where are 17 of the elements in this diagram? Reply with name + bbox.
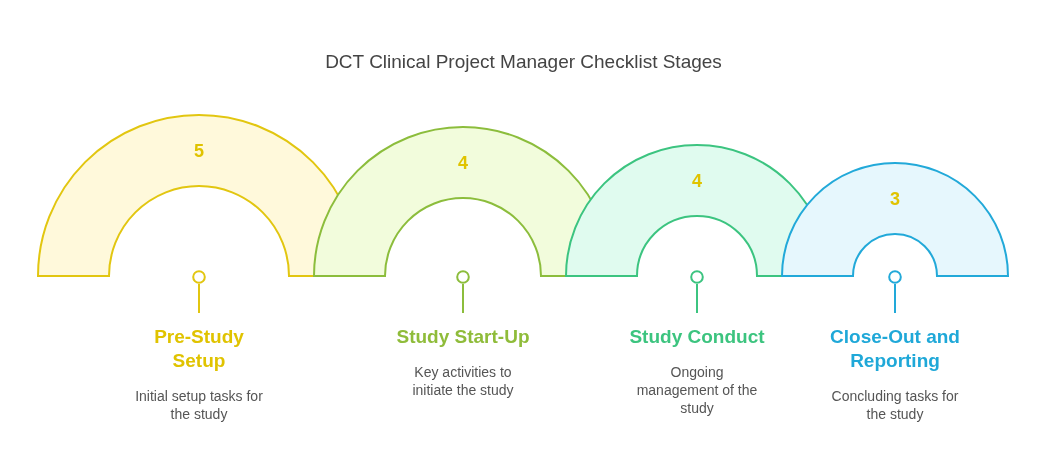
stage-title: Pre-Study Setup (153, 325, 245, 373)
diagram-title: DCT Clinical Project Manager Checklist Stages (325, 50, 722, 74)
stage-number: 5 (194, 141, 204, 161)
stage-number: 4 (692, 171, 702, 191)
stage-description: Concluding tasks for the study (830, 387, 960, 423)
stage-description: Key activities to initiate the study (411, 363, 515, 399)
stage-description: Ongoing management of the study (635, 363, 759, 417)
leader-line (894, 283, 896, 314)
stage-title: Study Start-Up (396, 325, 530, 349)
leader-line (696, 283, 698, 314)
stage-description: Initial setup tasks for the study (134, 387, 264, 423)
stage-number: 3 (890, 189, 900, 209)
leader-line (462, 283, 464, 314)
stage-title: Study Conduct (629, 325, 765, 349)
leader-line (198, 283, 200, 314)
stage-title: Close-Out and Reporting (829, 325, 961, 373)
stage-number: 4 (458, 153, 468, 173)
